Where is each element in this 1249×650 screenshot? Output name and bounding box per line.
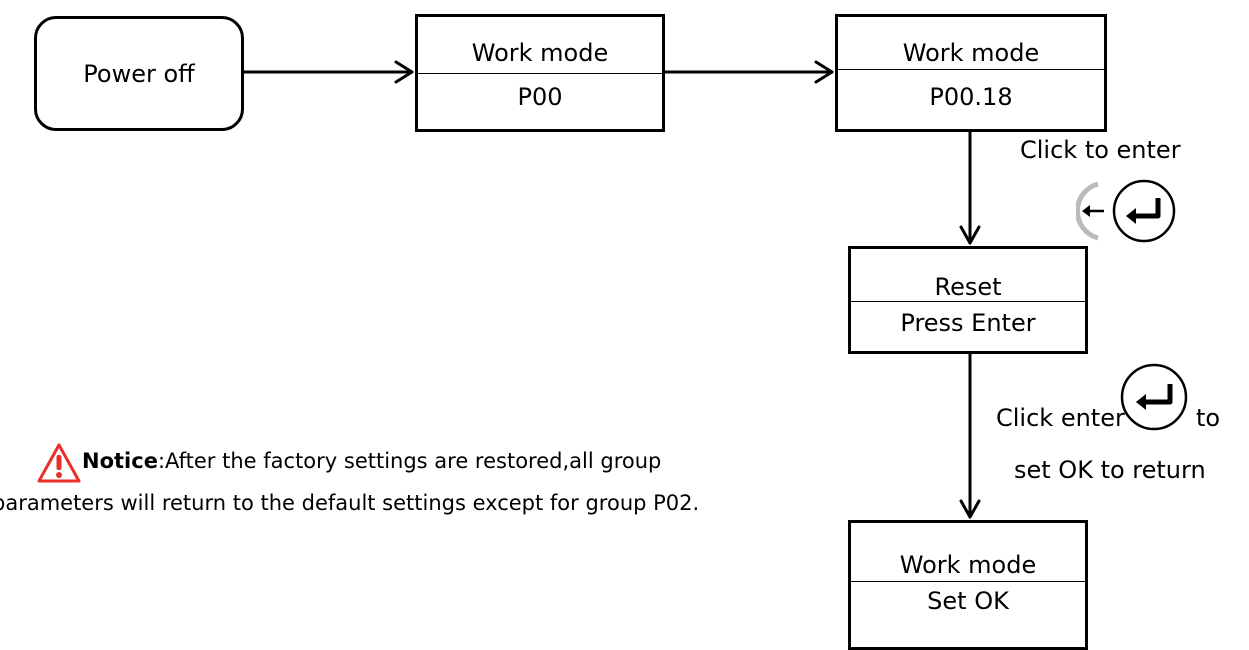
notice-title: Notice <box>82 449 158 473</box>
box-value: Press Enter <box>900 309 1036 337</box>
reset-box: Reset Press Enter <box>848 246 1088 354</box>
power-off-box: Power off <box>34 16 244 131</box>
notice-body: :After the factory settings are restored… <box>0 449 700 515</box>
box-title: Work mode <box>899 551 1037 579</box>
power-off-label: Power off <box>83 59 195 88</box>
work-mode-p00-box: Work mode P00 <box>415 14 665 132</box>
box-value: P00.18 <box>929 83 1013 111</box>
connector-arrows <box>242 60 981 519</box>
warning-icon <box>37 443 81 483</box>
box-title: Work mode <box>471 39 609 67</box>
box-value: Set OK <box>927 587 1009 615</box>
work-mode-p0018-box: Work mode P00.18 <box>835 14 1107 132</box>
work-mode-set-ok-box: Work mode Set OK <box>848 520 1088 650</box>
box-divider <box>838 69 1104 70</box>
to-label: to <box>1196 404 1221 432</box>
box-title: Reset <box>934 273 1002 301</box>
box-divider <box>851 581 1085 582</box>
box-divider <box>851 301 1085 302</box>
flow-diagram: Power off Work mode P00 Work mode P00.18… <box>0 14 1221 650</box>
box-title: Work mode <box>902 39 1040 67</box>
box-value: P00 <box>517 83 563 111</box>
notice-text: Notice:After the factory settings are re… <box>0 440 752 524</box>
enter-key-icon <box>1120 363 1188 431</box>
click-to-enter-label: Click to enter <box>1020 136 1181 164</box>
enter-key-icon <box>1076 179 1176 243</box>
click-enter-label: Click enter <box>996 404 1125 432</box>
box-divider <box>418 73 662 74</box>
set-ok-return-label: set OK to return <box>1014 456 1206 484</box>
